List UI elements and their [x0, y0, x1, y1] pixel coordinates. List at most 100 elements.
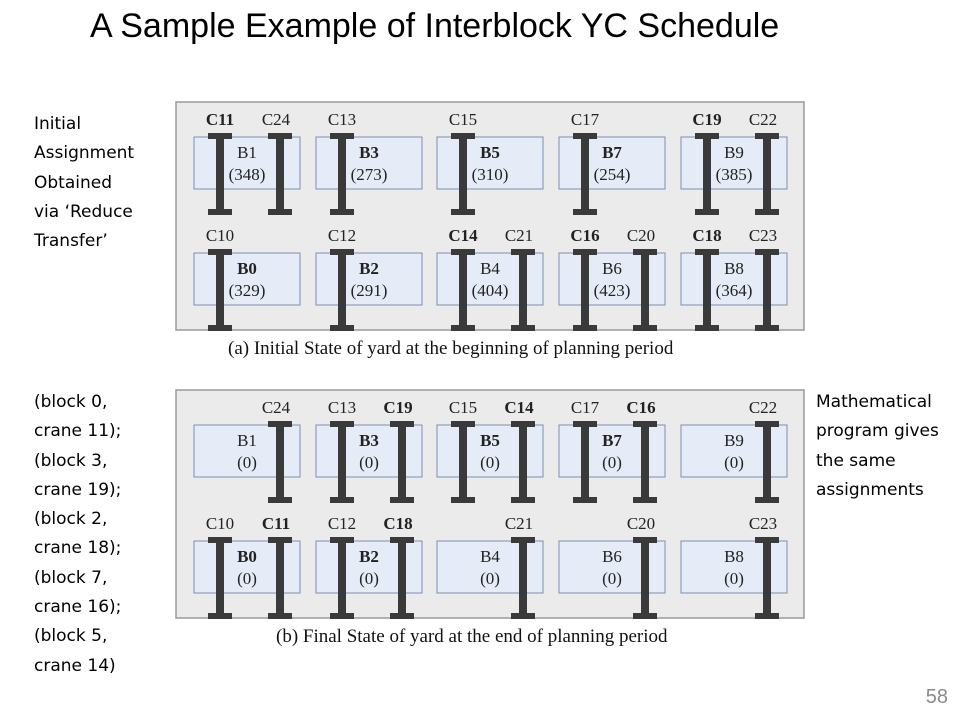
crane-post	[519, 537, 527, 619]
crane-label: C11	[206, 110, 234, 129]
note-line: Mathematical	[816, 392, 932, 412]
crane-label: C21	[505, 514, 533, 533]
crane-icon	[451, 421, 475, 503]
block-workload: (291)	[351, 281, 388, 300]
crane-icon	[268, 133, 292, 215]
crane-base-bar	[511, 325, 535, 331]
block-label: B7	[602, 431, 622, 450]
crane-label: C24	[262, 398, 291, 417]
block-label: B6	[602, 547, 622, 566]
crane-base-bar	[633, 613, 657, 619]
note-line: via ‘Reduce	[34, 201, 133, 222]
reassignment-line: crane 16);	[34, 597, 122, 618]
block-label: B2	[359, 547, 379, 566]
crane-label: C21	[505, 226, 533, 245]
block-workload: (385)	[716, 165, 753, 184]
crane-post	[459, 421, 467, 503]
block-label: B9	[724, 143, 744, 162]
slide-number: 58	[925, 686, 948, 708]
crane-icon	[573, 133, 597, 215]
crane-icon	[695, 133, 719, 215]
crane-label: C19	[383, 398, 412, 417]
crane-base-bar	[330, 325, 354, 331]
block-label: B9	[724, 431, 744, 450]
crane-label: C16	[626, 398, 655, 417]
block-label: B0	[237, 547, 257, 566]
crane-label: C20	[627, 226, 655, 245]
block-label: B4	[480, 547, 500, 566]
crane-post	[398, 537, 406, 619]
block-label: B0	[237, 259, 257, 278]
crane-label: C17	[571, 398, 600, 417]
reassignment-line: crane 11);	[34, 421, 122, 442]
block-workload: (254)	[594, 165, 631, 184]
reassignment-line: (block 2,	[34, 509, 108, 530]
crane-label: C14	[504, 398, 534, 417]
note-line: Transfer’	[34, 231, 108, 252]
crane-label: C16	[570, 226, 599, 245]
crane-label: C23	[749, 514, 777, 533]
reassignment-line: (block 7,	[34, 567, 108, 588]
block-label: B7	[602, 143, 622, 162]
crane-base-bar	[268, 497, 292, 503]
block-workload: (0)	[359, 569, 379, 588]
reassignment-line: crane 18);	[34, 538, 122, 559]
block-label: B5	[480, 431, 500, 450]
crane-post	[398, 421, 406, 503]
crane-post	[763, 249, 771, 331]
crane-icon	[633, 421, 657, 503]
crane-icon	[573, 421, 597, 503]
block-label: B4	[480, 259, 500, 278]
panel-a-caption: (a) Initial State of yard at the beginni…	[228, 338, 674, 359]
crane-base-bar	[268, 209, 292, 215]
crane-post	[581, 249, 589, 331]
reassignment-line: crane 14)	[34, 655, 116, 676]
crane-post	[703, 133, 711, 215]
crane-base-bar	[573, 209, 597, 215]
block-workload: (0)	[480, 453, 500, 472]
crane-icon	[390, 421, 414, 503]
crane-label: C12	[328, 226, 356, 245]
crane-label: C22	[749, 110, 777, 129]
math-program-note: Mathematical program gives the same assi…	[816, 388, 960, 505]
yard-block	[436, 136, 544, 190]
block-workload: (423)	[594, 281, 631, 300]
block-workload: (0)	[359, 453, 379, 472]
crane-icon	[511, 421, 535, 503]
crane-label: C15	[449, 110, 477, 129]
crane-post	[338, 133, 346, 215]
crane-post	[763, 133, 771, 215]
crane-base-bar	[451, 497, 475, 503]
crane-post	[338, 249, 346, 331]
block-workload: (0)	[480, 569, 500, 588]
note-line: Initial	[34, 114, 82, 134]
yard-block	[193, 252, 301, 306]
crane-label: C15	[449, 398, 477, 417]
crane-base-bar	[633, 325, 657, 331]
crane-post	[641, 537, 649, 619]
block-workload: (0)	[237, 453, 257, 472]
block-workload: (329)	[229, 281, 266, 300]
block-workload: (0)	[237, 569, 257, 588]
crane-post	[276, 421, 284, 503]
crane-base-bar	[633, 497, 657, 503]
panel-b-caption: (b) Final State of yard at the end of pl…	[276, 626, 668, 647]
crane-icon	[330, 537, 354, 619]
crane-base-bar	[755, 497, 779, 503]
crane-post	[519, 421, 527, 503]
reassignment-line: (block 0,	[34, 392, 108, 412]
crane-icon	[451, 133, 475, 215]
crane-base-bar	[330, 497, 354, 503]
crane-post	[763, 421, 771, 503]
crane-post	[276, 133, 284, 215]
yard-block	[315, 136, 423, 190]
crane-post	[703, 249, 711, 331]
block-label: B1	[237, 431, 257, 450]
crane-label: C18	[692, 226, 721, 245]
block-workload: (273)	[351, 165, 388, 184]
yard-block	[315, 252, 423, 306]
crane-base-bar	[511, 613, 535, 619]
crane-icon	[633, 537, 657, 619]
block-label: B5	[480, 143, 500, 162]
